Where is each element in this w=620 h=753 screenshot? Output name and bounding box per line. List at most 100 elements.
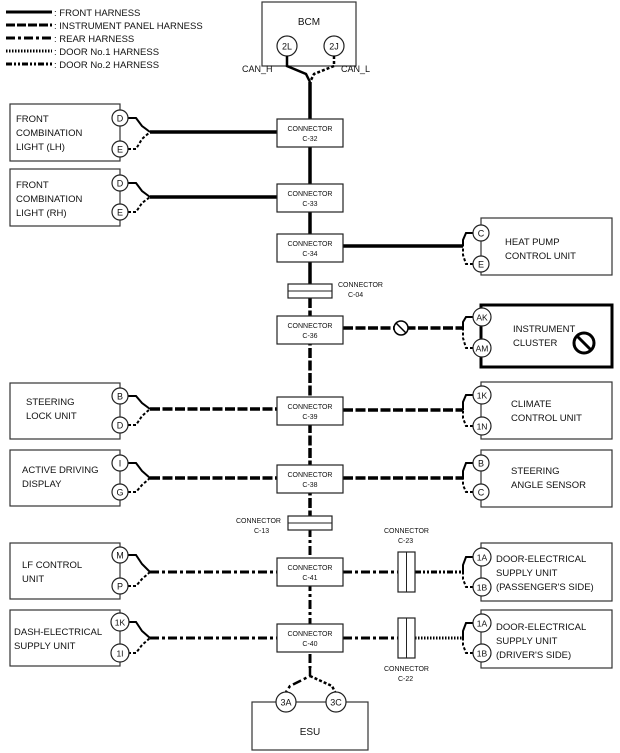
front-rh-label-1: FRONT bbox=[16, 180, 49, 191]
lf-control-pin-p-label: P bbox=[117, 582, 123, 592]
esu-can-h-wire bbox=[284, 668, 312, 693]
door-drv-label-1: DOOR-ELECTRICAL bbox=[496, 622, 586, 633]
dash-supply-pin-1i bbox=[110, 643, 130, 663]
front-lh-pin-d-label: D bbox=[117, 114, 124, 124]
steering-angle-pin-b bbox=[472, 454, 490, 472]
legend-instrument-panel-harness-label: : INSTRUMENT PANEL HARNESS bbox=[54, 21, 203, 32]
bcm-module: BCM 2L 2J CAN_H CAN_L bbox=[242, 1, 370, 74]
dash-supply-pin-1k bbox=[110, 612, 130, 632]
instrument-label-2: CLUSTER bbox=[513, 338, 557, 349]
connector-c39-id: C-39 bbox=[302, 414, 317, 421]
connector-c23-id: C-23 bbox=[398, 538, 413, 545]
front-rh-pin-d-label: D bbox=[117, 179, 124, 189]
steering-angle-pin-c-label: C bbox=[478, 488, 485, 498]
steering-angle-box bbox=[480, 449, 613, 508]
steering-angle-pin-b-label: B bbox=[478, 459, 484, 469]
front-lh-label-3: LIGHT (LH) bbox=[16, 142, 65, 153]
door-drv-label-2: SUPPLY UNIT bbox=[496, 636, 558, 647]
connector-c41-id: C-41 bbox=[302, 575, 317, 582]
door-drv-pin-1b bbox=[472, 643, 492, 663]
heat-pump-pin-e-label: E bbox=[478, 260, 484, 270]
connector-c36-id: C-36 bbox=[302, 333, 317, 340]
esu-pin-3c bbox=[325, 691, 347, 713]
climate-pin-1k-label: 1K bbox=[477, 391, 488, 401]
heat-pump-pin-e bbox=[472, 255, 490, 273]
heat-pump-label-2: CONTROL UNIT bbox=[505, 251, 576, 262]
active-driving-label-2: DISPLAY bbox=[22, 479, 62, 490]
climate-label-2: CONTROL UNIT bbox=[511, 413, 582, 424]
lf-control-pin-m-label: M bbox=[116, 551, 124, 561]
active-driving-display: ACTIVE DRIVING DISPLAY I G bbox=[9, 449, 151, 507]
connector-c34-label: CONNECTOR bbox=[288, 241, 333, 248]
bcm-box bbox=[261, 1, 357, 67]
active-driving-pin-g-label: G bbox=[116, 488, 123, 498]
front-rh-label-3: LIGHT (RH) bbox=[16, 208, 67, 219]
steering-lock-pin-d-label: D bbox=[117, 421, 124, 431]
front-lh-label-1: FRONT bbox=[16, 114, 49, 125]
lf-control-unit: LF CONTROL UNIT M P bbox=[9, 542, 151, 600]
door-pass-pin-1b-label: 1B bbox=[477, 583, 488, 593]
door-pass-box bbox=[480, 542, 613, 602]
instrument-label-1: INSTRUMENT bbox=[513, 324, 575, 335]
steering-angle-label-1: STEERING bbox=[511, 466, 560, 477]
connector-c22-label: CONNECTOR bbox=[384, 666, 429, 673]
connector-c39-label: CONNECTOR bbox=[288, 404, 333, 411]
steering-lock-pin-b bbox=[111, 387, 129, 405]
connector-c04: CONNECTOR C-04 bbox=[287, 282, 383, 299]
connector-c38: CONNECTOR C-38 bbox=[276, 464, 344, 494]
steering-lock-label-2: LOCK UNIT bbox=[26, 411, 77, 422]
heat-pump-label-1: HEAT PUMP bbox=[505, 237, 560, 248]
door-pass-pin-1a-label: 1A bbox=[477, 553, 488, 563]
front-rh-label-2: COMBINATION bbox=[16, 194, 82, 205]
steering-lock-pin-d bbox=[111, 416, 129, 434]
connector-c39: CONNECTOR C-39 bbox=[276, 396, 344, 426]
connector-c34: CONNECTOR C-34 bbox=[276, 233, 344, 263]
connector-c33: CONNECTOR C-33 bbox=[276, 183, 344, 213]
instrument-cluster: INSTRUMENT CLUSTER AK AM bbox=[462, 303, 614, 369]
bcm-title: BCM bbox=[298, 17, 320, 28]
connector-c23: CONNECTOR C-23 bbox=[384, 528, 429, 593]
active-driving-pin-i bbox=[111, 454, 129, 472]
bcm-can-l-wire bbox=[308, 56, 336, 83]
connector-c34-id: C-34 bbox=[302, 251, 317, 258]
can-l-label: CAN_L bbox=[341, 64, 370, 74]
heat-pump-pin-c bbox=[472, 224, 490, 242]
connector-c39-box bbox=[276, 396, 344, 426]
connector-c32-box bbox=[276, 118, 344, 148]
door-pass-pin-1a bbox=[472, 547, 492, 567]
connector-c13-label: CONNECTOR bbox=[236, 518, 281, 525]
can-h-label: CAN_H bbox=[242, 64, 273, 74]
connector-c13: CONNECTOR C-13 bbox=[236, 515, 333, 535]
front-combination-light-lh: FRONT COMBINATION LIGHT (LH) D E bbox=[9, 103, 151, 162]
door-supply-unit-driver: DOOR-ELECTRICAL SUPPLY UNIT (DRIVER'S SI… bbox=[462, 609, 613, 669]
door-drv-label-3: (DRIVER'S SIDE) bbox=[496, 650, 571, 661]
dash-electrical-supply-unit: DASH-ELECTRICAL SUPPLY UNIT 1K 1I bbox=[9, 609, 151, 667]
climate-pin-1n-label: 1N bbox=[477, 422, 488, 432]
connector-c04-label: CONNECTOR bbox=[338, 282, 383, 289]
legend-door1-harness-label: : DOOR No.1 HARNESS bbox=[54, 47, 159, 58]
lf-control-box bbox=[9, 542, 121, 600]
steering-angle-label-2: ANGLE SENSOR bbox=[511, 480, 586, 491]
front-rh-pin-e-label: E bbox=[117, 208, 123, 218]
steering-lock-unit: STEERING LOCK UNIT B D bbox=[9, 382, 151, 440]
front-lh-pin-e-label: E bbox=[117, 145, 123, 155]
connector-c41-label: CONNECTOR bbox=[288, 565, 333, 572]
front-combination-light-rh: FRONT COMBINATION LIGHT (RH) D E bbox=[9, 168, 151, 227]
steering-lock-label-1: STEERING bbox=[26, 397, 75, 408]
door-pass-label-2: SUPPLY UNIT bbox=[496, 568, 558, 579]
connector-c32: CONNECTOR C-32 bbox=[276, 118, 344, 148]
connector-c41: CONNECTOR C-41 bbox=[276, 557, 344, 587]
steering-angle-sensor: STEERING ANGLE SENSOR B C bbox=[462, 449, 613, 508]
connector-c22: CONNECTOR C-22 bbox=[384, 617, 429, 683]
front-lh-label-2: COMBINATION bbox=[16, 128, 82, 139]
connector-c36-label: CONNECTOR bbox=[288, 323, 333, 330]
connector-c38-label: CONNECTOR bbox=[288, 472, 333, 479]
dash-supply-label-1: DASH-ELECTRICAL bbox=[14, 627, 102, 638]
connector-c40-box bbox=[276, 623, 344, 653]
front-lh-pin-d bbox=[111, 109, 129, 127]
esu-pin-3a-label: 3A bbox=[280, 698, 291, 708]
door-pass-label-3: (PASSENGER'S SIDE) bbox=[496, 582, 594, 593]
lf-control-pin-m bbox=[111, 546, 129, 564]
